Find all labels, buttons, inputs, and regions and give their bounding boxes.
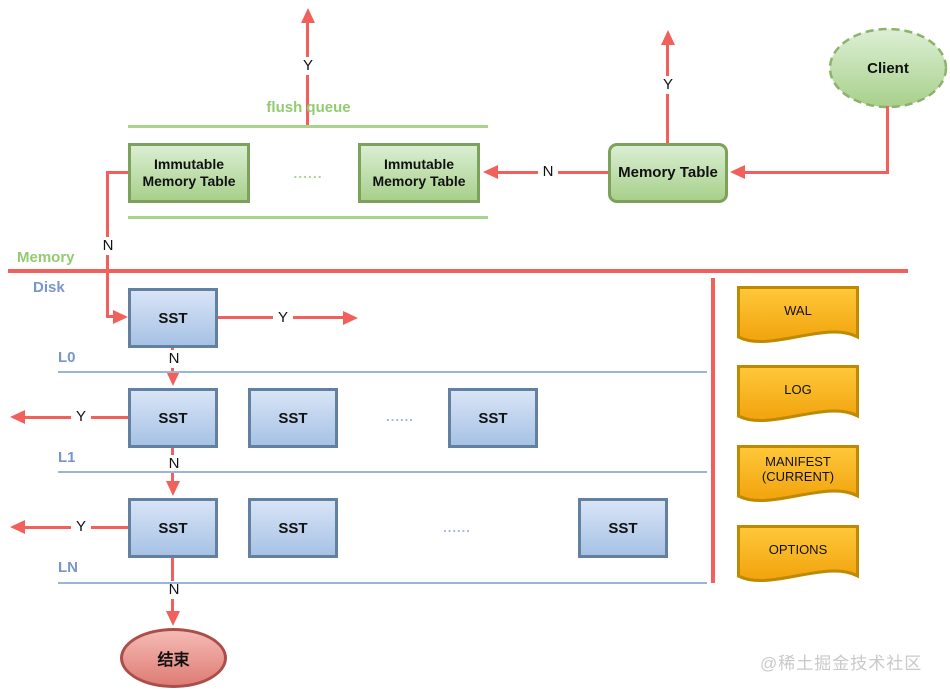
- options-file-label: OPTIONS: [768, 541, 828, 557]
- manifest-file: MANIFEST (CURRENT): [737, 445, 859, 509]
- arrow-left-icon: [10, 410, 25, 424]
- arrow-down-icon: [166, 371, 180, 386]
- flush-queue-bracket-bottom: [128, 216, 488, 219]
- connector-immutable-elbow-h2: [106, 315, 115, 318]
- level-ln-line: [58, 582, 707, 584]
- sst-node: SST: [248, 388, 338, 448]
- arrow-left-icon: [483, 165, 498, 179]
- immutable-memory-table-node: Immutable Memory Table: [128, 143, 250, 203]
- options-file: OPTIONS: [737, 525, 859, 589]
- sst-node: SST: [448, 388, 538, 448]
- manifest-file-label: MANIFEST (CURRENT): [761, 454, 835, 484]
- flush-queue-bracket-top: [128, 125, 488, 128]
- memory-table-node: Memory Table: [608, 143, 728, 203]
- sst-node: SST: [248, 498, 338, 558]
- end-node: 结束: [120, 628, 227, 688]
- sst-node: SST: [128, 498, 218, 558]
- arrow-up-icon: [301, 8, 315, 23]
- label-yes: Y: [71, 518, 91, 536]
- disk-region-label: Disk: [33, 279, 65, 296]
- client-label: Client: [867, 59, 909, 77]
- flush-queue-ellipsis: ......: [293, 165, 323, 181]
- label-yes: Y: [658, 76, 678, 94]
- document-shape-icon: [737, 365, 859, 422]
- arrow-right-icon: [343, 311, 358, 325]
- row3-ellipsis: ......: [443, 520, 471, 535]
- document-shape-icon: [737, 445, 859, 502]
- arrow-down-icon: [166, 481, 180, 496]
- wal-file-label: WAL: [784, 302, 812, 318]
- log-file-label: LOG: [784, 381, 812, 397]
- arrow-down-icon: [166, 611, 180, 626]
- arrow-up-icon: [661, 30, 675, 45]
- level-l1-line: [58, 471, 707, 473]
- document-shape-icon: [737, 525, 859, 582]
- row2-ellipsis: ......: [386, 409, 414, 424]
- memory-region-label: Memory: [17, 249, 75, 266]
- label-no: N: [98, 237, 118, 255]
- wal-file: WAL: [737, 286, 859, 350]
- level-l1-label: L1: [58, 449, 76, 466]
- arrow-right-icon: [113, 310, 128, 324]
- connector-client-left: [742, 171, 889, 174]
- flush-queue-label: flush queue: [266, 99, 351, 116]
- immutable-memory-table-node: Immutable Memory Table: [358, 143, 480, 203]
- sst-node: SST: [578, 498, 668, 558]
- memory-disk-divider: [8, 269, 908, 273]
- client-ellipse: [828, 27, 948, 109]
- watermark: @稀土掘金技术社区: [760, 654, 923, 673]
- sst-node: SST: [128, 288, 218, 348]
- arrow-left-icon: [10, 520, 25, 534]
- label-no: N: [164, 581, 184, 599]
- log-file: LOG: [737, 365, 859, 429]
- label-no: N: [164, 350, 184, 368]
- connector-immutable-elbow-h1: [108, 171, 128, 174]
- client-node: Client: [826, 26, 950, 110]
- connector-client-down: [886, 106, 889, 174]
- sst-node: SST: [128, 388, 218, 448]
- files-separator-line: [711, 278, 715, 583]
- arrow-left-icon: [730, 165, 745, 179]
- label-no: N: [538, 163, 558, 181]
- label-no: N: [164, 455, 184, 473]
- document-shape-icon: [737, 286, 859, 343]
- label-yes: Y: [298, 57, 318, 75]
- label-yes: Y: [71, 408, 91, 426]
- level-ln-label: LN: [58, 559, 78, 576]
- level-l0-line: [58, 371, 707, 373]
- level-l0-label: L0: [58, 349, 76, 366]
- label-yes: Y: [273, 309, 293, 327]
